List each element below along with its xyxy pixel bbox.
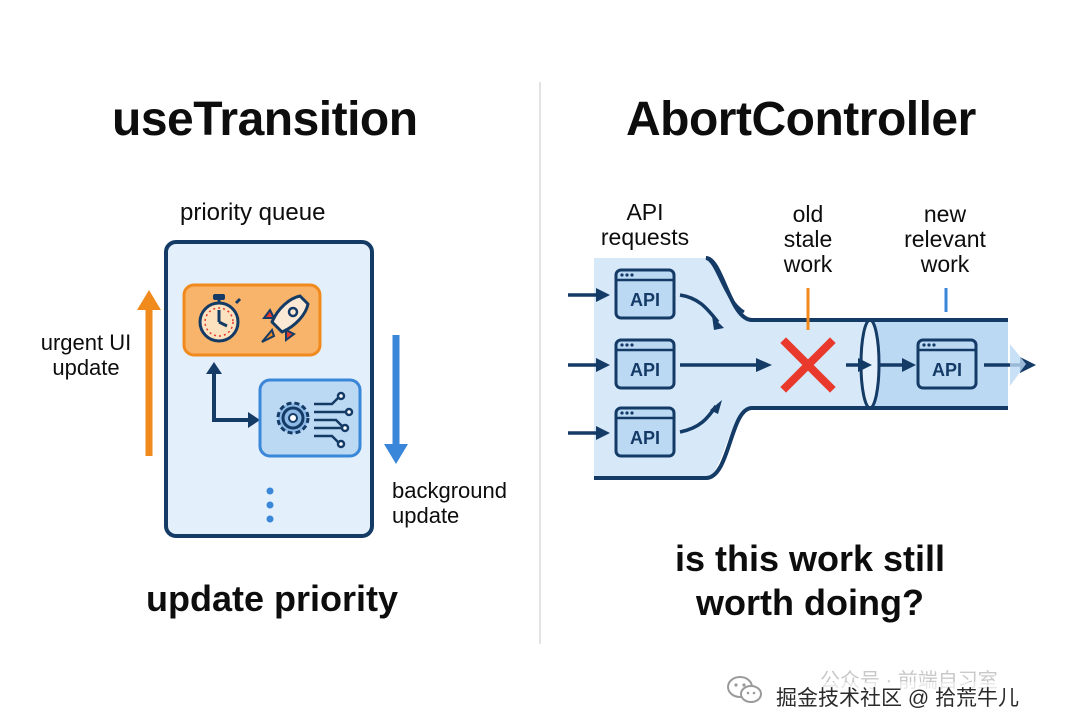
funnel-bottom-edge [594,406,1008,480]
stopwatch-icon [198,294,242,343]
api-request-card-2: API [614,338,676,390]
watermark: 公众号 · 前端自习室 掘金技术社区 @ 拾荒牛儿 [726,670,1080,712]
funnel-top-edge [705,256,1008,322]
background-update-label: background update [392,478,507,528]
urgent-update-label: urgent UI update [34,330,138,380]
api-card-3-text: API [630,428,660,448]
right-title: AbortController [626,93,976,146]
api-request-card-1: API [614,268,676,320]
new-line2: relevant [904,226,986,252]
new-line1: new [923,201,967,227]
gear-icon [276,401,310,435]
old-line3: work [783,251,833,277]
left-title: useTransition [112,93,418,146]
background-label-line1: background [392,478,507,503]
old-stale-work-label: old stale work [770,202,846,277]
right-caption-line2: worth doing? [696,582,924,623]
funnel-inner-edge [705,256,745,314]
api-requests-label: API requests [590,200,700,250]
background-task-card [258,378,362,458]
right-caption-line1: is this work still [674,538,946,579]
urgent-label-line2: update [52,355,120,380]
urgent-label-line1: urgent UI [40,330,132,355]
api-card-2-text: API [630,360,660,380]
api-relevant-card: API [916,338,978,390]
right-caption: is this work still worth doing? [640,537,980,625]
old-line2: stale [783,226,833,252]
background-arrow [384,335,408,464]
left-caption: update priority [145,578,399,619]
abort-x-icon [780,337,836,393]
api-requests-line1: API [626,199,664,225]
wechat-icon [727,676,762,703]
watermark-front-text: 掘金技术社区 @ 拾荒牛儿 [776,682,1019,712]
more-tasks-ellipsis [266,487,274,523]
priority-connector [212,368,252,422]
api-card-1-text: API [630,290,660,310]
circuit-icon [314,391,354,449]
new-line3: work [920,251,970,277]
queue-label: priority queue [180,199,326,226]
urgent-arrow [137,290,161,456]
incoming-arrows [568,288,610,440]
background-label-line2: update [392,503,460,528]
panel-divider [539,82,541,644]
rocket-icon [261,294,310,343]
new-relevant-work-label: new relevant work [890,202,1000,277]
api-requests-line2: requests [600,224,690,250]
old-line1: old [792,201,824,227]
api-request-card-3: API [614,406,676,458]
outgoing-arrow [984,344,1036,386]
api-relevant-card-text: API [932,360,962,380]
